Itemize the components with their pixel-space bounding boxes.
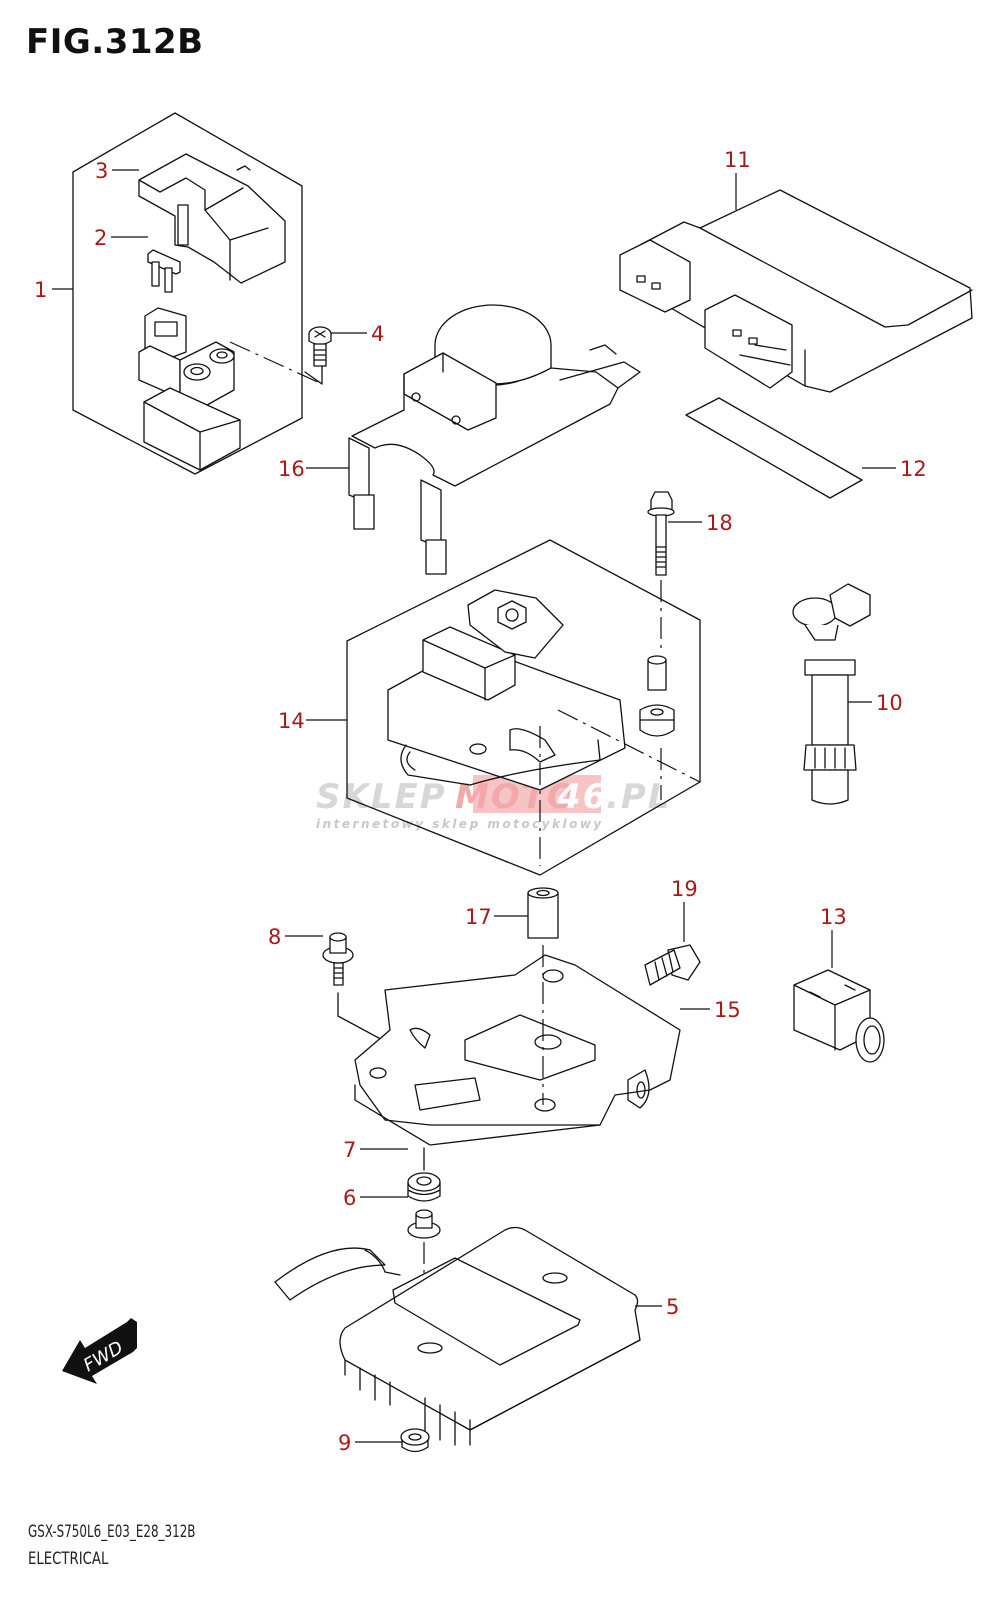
collar	[407, 1209, 441, 1239]
callout-11: 11	[724, 148, 751, 172]
section-name: ELECTRICAL	[28, 1549, 109, 1569]
callout-16: 16	[278, 457, 305, 481]
callout-3: 3	[95, 159, 108, 183]
relay-cover	[138, 153, 286, 284]
callout-10: 10	[876, 691, 903, 715]
figure-title: FIG.312B	[26, 22, 204, 62]
watermark: SKLEP MOTO 46 .PL internetowy sklep moto…	[316, 775, 672, 831]
actuator-assembly	[346, 539, 701, 876]
callout-2: 2	[94, 226, 107, 250]
holder	[348, 304, 641, 575]
relay-group-outline	[72, 112, 303, 475]
relay-screw-axis	[229, 341, 323, 385]
ecm	[619, 189, 973, 393]
nut	[400, 1428, 430, 1453]
watermark-sklep: SKLEP	[316, 777, 447, 817]
relay-assembly	[72, 112, 323, 475]
callout-19: 19	[671, 877, 698, 901]
cushion	[407, 1172, 441, 1202]
callout-9: 9	[338, 1431, 351, 1455]
callout-7: 7	[343, 1138, 356, 1162]
bracket	[354, 954, 681, 1146]
fwd-direction-arrow: FWD	[62, 1318, 137, 1384]
callout-12: 12	[900, 457, 927, 481]
callout-6: 6	[343, 1186, 356, 1210]
spacer-17	[527, 887, 559, 939]
ignition-coil	[792, 583, 871, 805]
callout-15: 15	[714, 998, 741, 1022]
callout-8: 8	[268, 925, 281, 949]
starter-relay	[138, 307, 241, 471]
watermark-pl: .PL	[606, 777, 672, 817]
relay-screw-bracket	[304, 361, 323, 385]
callout-18: 18	[706, 511, 733, 535]
watermark-46: 46	[556, 777, 608, 817]
connector	[793, 969, 885, 1063]
callout-17: 17	[465, 905, 492, 929]
bolt-18	[647, 491, 675, 576]
callout-numbers: 1 2 3 4 5 6 7 8 9 10 11 12 13 14 15 16 1…	[34, 148, 927, 1455]
screw-4	[308, 326, 332, 367]
callout-5: 5	[666, 1295, 679, 1319]
callout-1: 1	[34, 278, 47, 302]
bolt-19	[644, 944, 701, 986]
callout-4: 4	[371, 322, 384, 346]
fuse	[147, 249, 181, 293]
regulator-rectifier	[274, 1226, 641, 1446]
bolt-8	[322, 932, 354, 986]
model-code: GSX-S750L6_E03_E28_312B	[28, 1522, 196, 1542]
callout-leaders	[52, 169, 896, 1443]
watermark-tagline: internetowy sklep motocyklowy	[316, 817, 604, 831]
callout-14: 14	[278, 709, 305, 733]
pad	[685, 397, 863, 499]
callout-13: 13	[820, 905, 847, 929]
